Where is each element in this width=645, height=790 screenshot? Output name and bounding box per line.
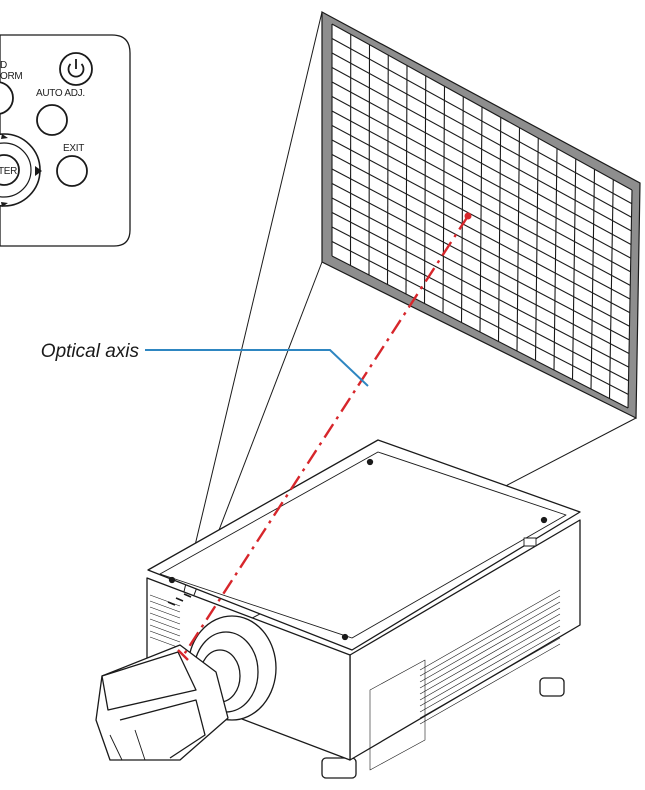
arrow-right-icon[interactable] (35, 166, 42, 176)
arrow-up-icon[interactable] (1, 134, 8, 139)
auto-adj-button[interactable]: AUTO ADJ. (36, 88, 85, 136)
grid-horizontal-line (331, 255, 629, 409)
direction-pad[interactable]: TER (0, 133, 42, 207)
grid-horizontal-line (331, 241, 629, 395)
power-icon (67, 59, 85, 78)
grid-horizontal-line (331, 110, 631, 273)
enter-button[interactable]: TER (0, 154, 20, 186)
projector (95, 439, 581, 779)
exit-button[interactable]: EXIT (56, 143, 88, 187)
arrow-down-icon[interactable] (1, 202, 8, 207)
grid-horizontal-line (331, 52, 632, 218)
grid-horizontal-line (331, 168, 630, 327)
grid-horizontal-line (331, 96, 632, 259)
optical-axis-line (181, 215, 470, 657)
grid-horizontal-line (331, 212, 630, 368)
grid-horizontal-line (331, 183, 630, 341)
svg-text:EXIT: EXIT (63, 143, 84, 154)
svg-text:AUTO ADJ.: AUTO ADJ. (36, 88, 85, 99)
power-button[interactable] (59, 52, 93, 86)
axis-origin-mark (177, 649, 189, 661)
remote-control-inset: D ORM AUTO ADJ. TER (0, 34, 131, 247)
svg-text:ORM: ORM (0, 71, 22, 82)
grid-horizontal-line (331, 226, 629, 382)
grid-horizontal-line (331, 81, 632, 245)
optical-axis-label: Optical axis (41, 341, 140, 362)
grid-horizontal-line (331, 197, 630, 354)
grid-horizontal-line (331, 139, 631, 300)
grid-horizontal-line (331, 38, 633, 205)
optical-axis-leader (145, 349, 369, 387)
grid-horizontal-line (331, 154, 631, 314)
svg-text:D: D (0, 60, 7, 71)
auto-transform-key[interactable]: D ORM (0, 60, 23, 115)
grid-pattern (331, 23, 633, 409)
grid-horizontal-line (331, 23, 633, 191)
grid-horizontal-line (331, 67, 632, 232)
svg-text:TER: TER (0, 166, 17, 177)
grid-horizontal-line (331, 125, 631, 286)
projection-screen (321, 10, 641, 419)
